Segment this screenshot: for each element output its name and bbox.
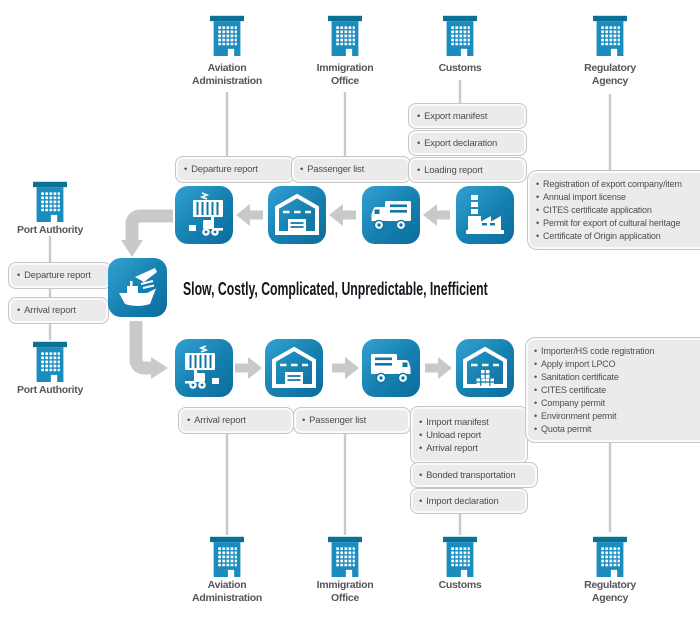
list-item: Company permit [534,397,700,410]
list-item: Export manifest [417,110,522,123]
list-item: Sanitation certificate [534,371,700,384]
arrival-report-box: Arrival report [178,407,294,434]
warehouse-icon [268,186,326,244]
building-icon [443,536,477,577]
list-item: Arrival report [419,442,523,455]
list-item: Bonded transportation [419,469,533,482]
container-forklift-icon [175,339,233,397]
port-arrival-report-box: Arrival report [8,297,109,324]
list-item: Loading report [417,164,522,177]
ship-plane-icon [108,258,167,317]
port-authority-building-bottom [33,340,67,382]
factory-icon [456,186,514,244]
port-authority-label-bottom: Port Authority [17,384,83,396]
port-authority-label-top: Port Authority [17,224,83,236]
building-icon [33,341,67,382]
aviation-administration-building-top [210,14,244,56]
aviation-administration-label-bottom: Aviation Administration [192,579,262,604]
list-item: Apply import LPCO [534,358,700,371]
customs-label-bottom: Customs [438,579,482,591]
customs-building-bottom [443,535,477,577]
list-item: Unload report [419,429,523,442]
export-requirements-box: Registration of export company/itemAnnua… [527,170,700,250]
list-item: Import manifest [419,416,523,429]
building-icon [33,181,67,222]
building-icon [328,536,362,577]
passenger-list-box-bottom: Passenger list [293,407,411,434]
flow-arrow-icon [235,204,452,379]
headline: Slow, Costly, Complicated, Unpredictable… [183,279,488,299]
import-declaration-box: Import declaration [410,488,528,514]
list-item: Importer/HS code registration [534,345,700,358]
import-requirements-box: Importer/HS code registrationApply impor… [525,337,700,443]
building-icon [210,15,244,56]
customs-label-top: Customs [438,62,482,74]
export-manifest-box: Export manifest [408,103,527,129]
regulatory-agency-label-bottom: Regulatory Agency [584,579,636,604]
list-item: Arrival report [17,304,104,317]
truck-icon [362,186,420,244]
passenger-list-box-top: Passenger list [291,156,411,183]
truck-icon [362,339,420,397]
list-item: Quota permit [534,423,700,436]
aviation-administration-building-bottom [210,535,244,577]
bonded-transportation-box: Bonded transportation [410,462,538,488]
list-item: Environment permit [534,410,700,423]
departure-report-box: Departure report [175,156,295,183]
immigration-office-label-bottom: Immigration Office [316,579,374,604]
immigration-office-label-top: Immigration Office [316,62,374,87]
list-item: Departure report [17,269,107,282]
loading-report-box: Loading report [408,157,527,183]
immigration-office-building-top [328,14,362,56]
list-item: Annual import license [536,191,700,204]
list-item: Departure report [184,163,290,176]
building-icon [593,536,627,577]
warehouse-icon [265,339,323,397]
regulatory-agency-building-bottom [593,535,627,577]
list-item: Passenger list [302,414,406,427]
port-departure-report-box: Departure report [8,262,112,289]
list-item: Import declaration [419,495,523,508]
building-icon [593,15,627,56]
regulatory-agency-building-top [593,14,627,56]
building-icon [443,15,477,56]
list-item: CITES certificate application [536,204,700,217]
container-forklift-icon [175,186,233,244]
list-item: Registration of export company/item [536,178,700,191]
building-icon [328,15,362,56]
warehouse-goods-icon [456,339,514,397]
building-icon [210,536,244,577]
list-item: Export declaration [417,137,522,150]
export-declaration-box: Export declaration [408,130,527,156]
list-item: CITES certificate [534,384,700,397]
list-item: Arrival report [187,414,289,427]
list-item: Passenger list [300,163,406,176]
customs-building-top [443,14,477,56]
list-item: Permit for export of cultural heritage [536,217,700,230]
port-authority-building-top [33,180,67,222]
import-manifest-group-box: Import manifestUnload reportArrival repo… [410,406,528,464]
curved-flow-arrow [121,209,173,379]
aviation-administration-label-top: Aviation Administration [192,62,262,87]
list-item: Certificate of Origin application [536,230,700,243]
regulatory-agency-label-top: Regulatory Agency [584,62,636,87]
immigration-office-building-bottom [328,535,362,577]
